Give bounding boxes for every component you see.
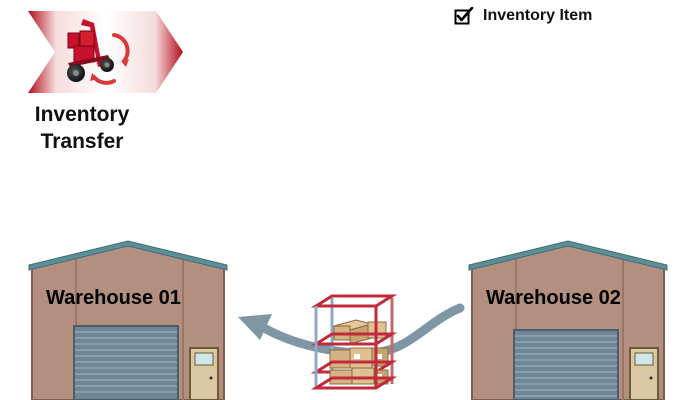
- warehouse-02-label: Warehouse 02: [486, 287, 621, 309]
- warehouse-01-label: Warehouse 01: [46, 287, 181, 309]
- legend-inventory-item: Inventory Item: [454, 7, 592, 25]
- inventory-transfer-icon: [28, 11, 183, 93]
- warehouse-01-building: [28, 240, 228, 400]
- warehouse-02-building: [468, 240, 668, 400]
- legend-label: Inventory Item: [483, 7, 593, 24]
- checkbox-checked-icon: [454, 7, 474, 25]
- title-line-2: Transfer: [40, 130, 124, 153]
- hand-truck-icon: [67, 19, 114, 82]
- shelf-with-boxes-icon: [310, 294, 398, 390]
- diagram-title: Inventory Transfer: [14, 101, 150, 155]
- title-line-1: Inventory: [34, 103, 130, 126]
